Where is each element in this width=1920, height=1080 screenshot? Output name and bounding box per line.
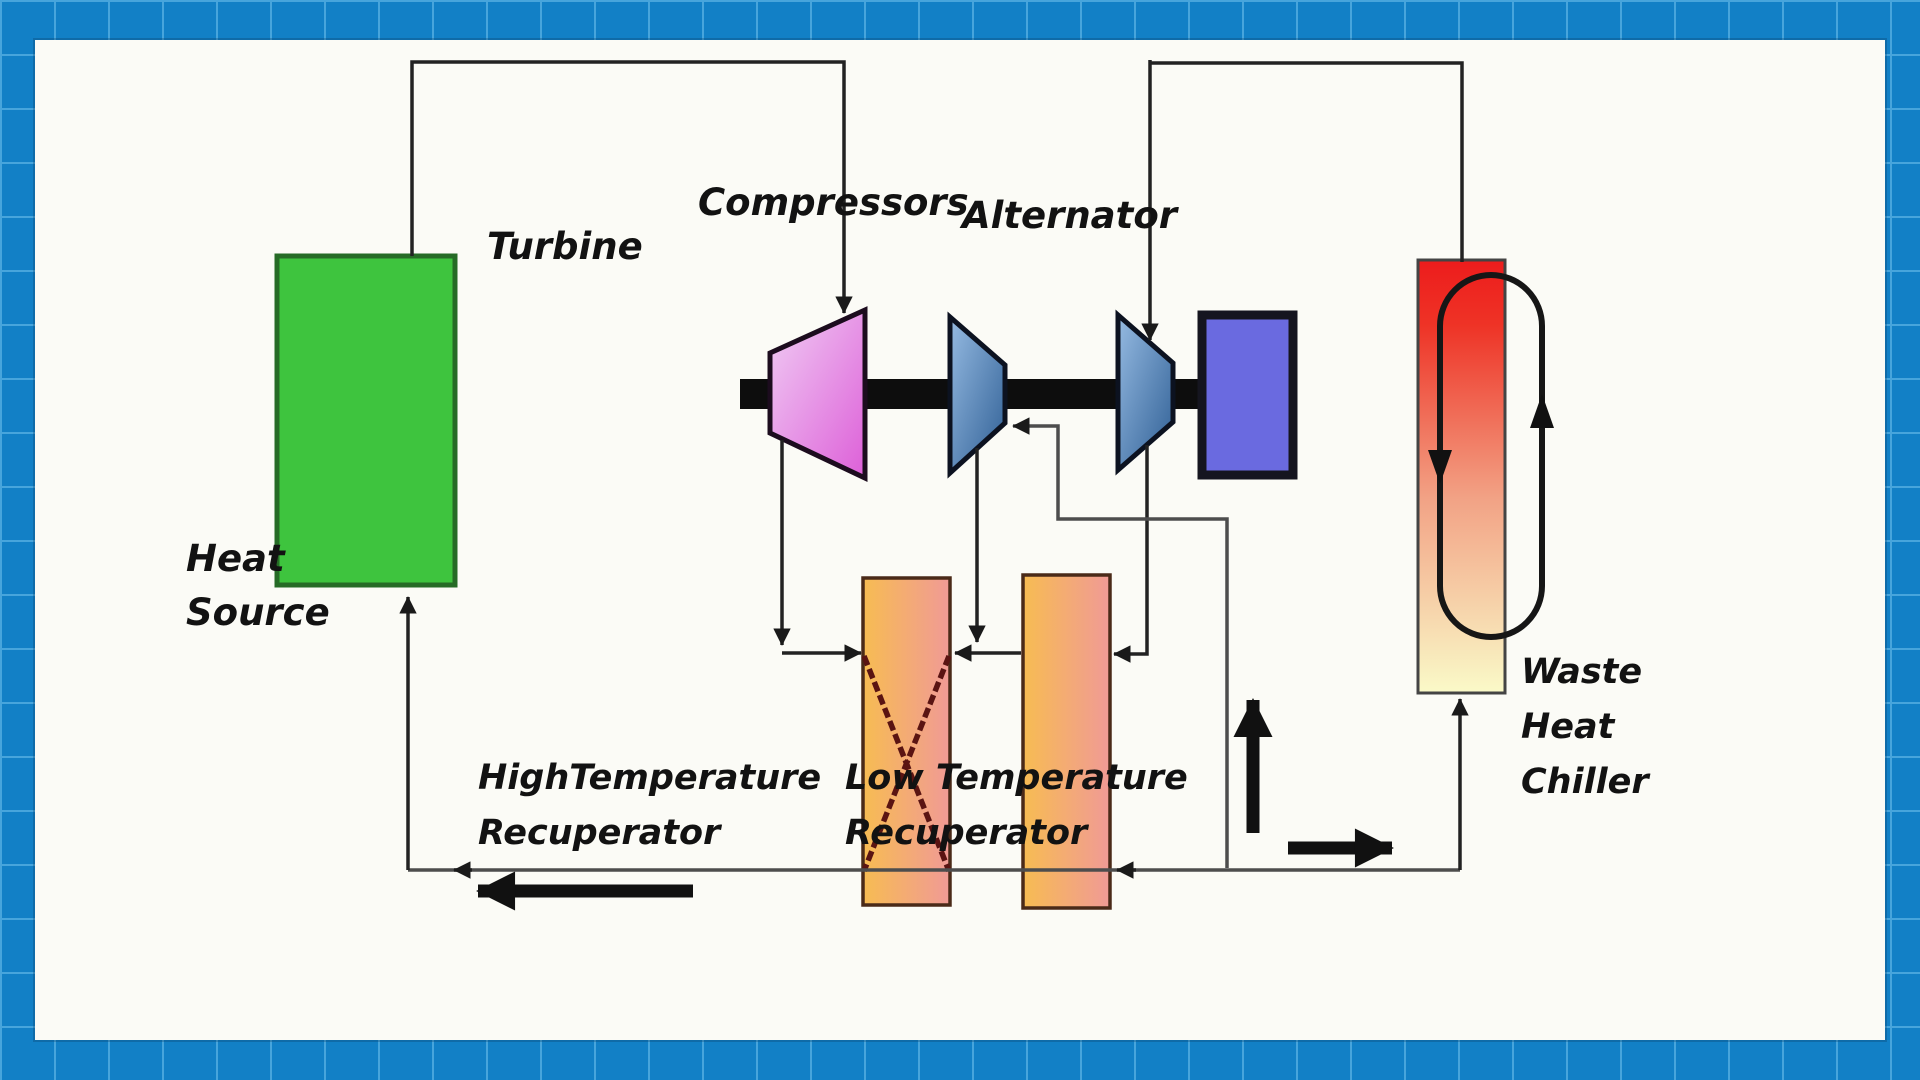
waste-heat-chiller-box xyxy=(1416,258,1507,695)
heat-source-box xyxy=(274,253,458,588)
pipe-compressor-2-to-lt-recuperator xyxy=(1113,445,1149,663)
heat-source-label-line1: Heat xyxy=(186,537,285,580)
waste-heat-chiller-label-line3: Chiller xyxy=(1521,762,1649,802)
high-temp-recuperator-label: HighTemperature Recuperator xyxy=(478,751,821,861)
heat-source-label: Heat Source xyxy=(186,532,330,640)
low-temp-recuperator-box xyxy=(1021,573,1112,910)
low-temp-recuperator-label: Low Temperature Recuperator xyxy=(845,751,1188,861)
pipe-return-to-compressor-1 xyxy=(1012,417,1229,868)
low-temp-recuperator-label-line2: Recuperator xyxy=(845,813,1088,853)
alternator-label: Alternator xyxy=(962,194,1178,237)
waste-heat-chiller-label: Waste Heat Chiller xyxy=(1521,645,1649,810)
chiller-loop-up-arrow xyxy=(1530,394,1554,428)
pipe-top-right-horizontal xyxy=(1150,61,1464,262)
heat-exchange-cross-line-2 xyxy=(861,654,952,873)
high-temp-recuperator-box xyxy=(861,576,952,907)
chiller-loop-down-arrow xyxy=(1428,450,1452,484)
pipe-heat-source-to-turbine xyxy=(410,60,853,314)
turbine-shape xyxy=(767,306,868,482)
low-temp-recuperator-label-line1: Low Temperature xyxy=(845,758,1188,798)
high-temp-recuperator-label-line1: HighTemperature xyxy=(478,758,822,798)
turbine-label: Turbine xyxy=(487,225,643,268)
high-temp-recuperator-label-line2: Recuperator xyxy=(478,813,721,853)
heat-source-label-line2: Source xyxy=(186,591,330,634)
compressor-2-shape xyxy=(1115,309,1176,476)
compressor-1-shape xyxy=(947,311,1008,479)
alternator-box xyxy=(1197,310,1298,480)
waste-heat-chiller-label-line2: Heat xyxy=(1521,707,1615,747)
compressors-label: Compressors xyxy=(698,181,969,224)
waste-heat-chiller-label-line1: Waste xyxy=(1521,652,1643,692)
